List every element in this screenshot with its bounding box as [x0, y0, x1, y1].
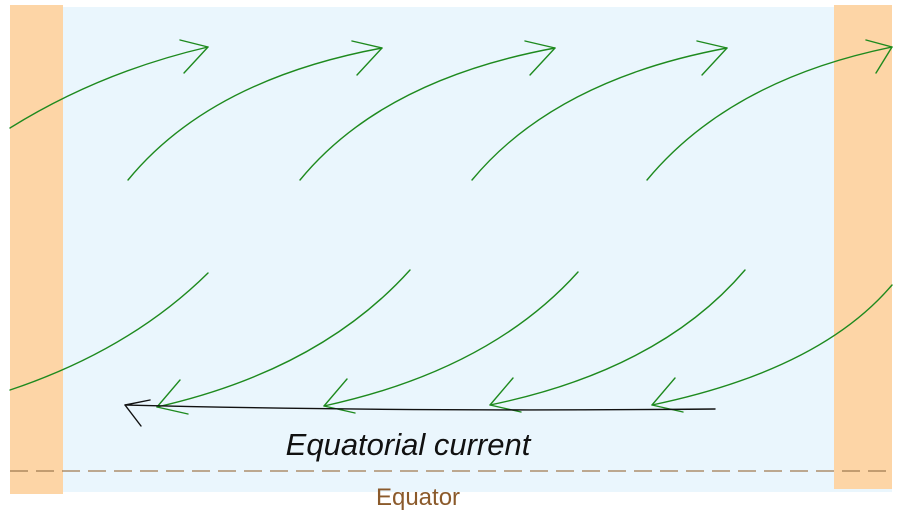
equator-label: Equator — [376, 484, 460, 511]
lower-wind-arrow — [651, 284, 893, 406]
upper-wind-arrowhead — [696, 40, 728, 76]
east-continent — [834, 5, 892, 489]
upper-wind-arrow — [9, 46, 209, 129]
upper-wind-arrow — [471, 47, 728, 181]
upper-wind-arrowhead — [351, 40, 383, 76]
upper-wind-arrow — [646, 46, 893, 181]
lower-wind-arrow — [9, 272, 209, 391]
upper-wind-arrowhead — [524, 40, 556, 76]
lower-wind-arrowhead — [323, 378, 356, 414]
equatorial-current-arrow — [124, 399, 716, 427]
lower-wind-arrow — [489, 269, 746, 406]
equatorial-current-arrowhead — [124, 399, 151, 427]
upper-wind-arrow — [127, 47, 383, 181]
upper-wind-arrowhead — [179, 39, 209, 74]
upper-wind-arrow — [299, 47, 556, 181]
equatorial-current-label: Equatorial current — [286, 427, 532, 462]
west-continent — [10, 5, 63, 494]
lower-wind-arrowhead — [156, 379, 189, 415]
upper-wind-arrows — [9, 39, 893, 181]
lower-wind-arrow — [156, 269, 411, 408]
equatorial-current-line — [124, 404, 716, 411]
upper-wind-arrowhead — [865, 39, 893, 74]
lower-wind-arrow — [323, 271, 579, 407]
ocean-basin — [10, 7, 892, 492]
